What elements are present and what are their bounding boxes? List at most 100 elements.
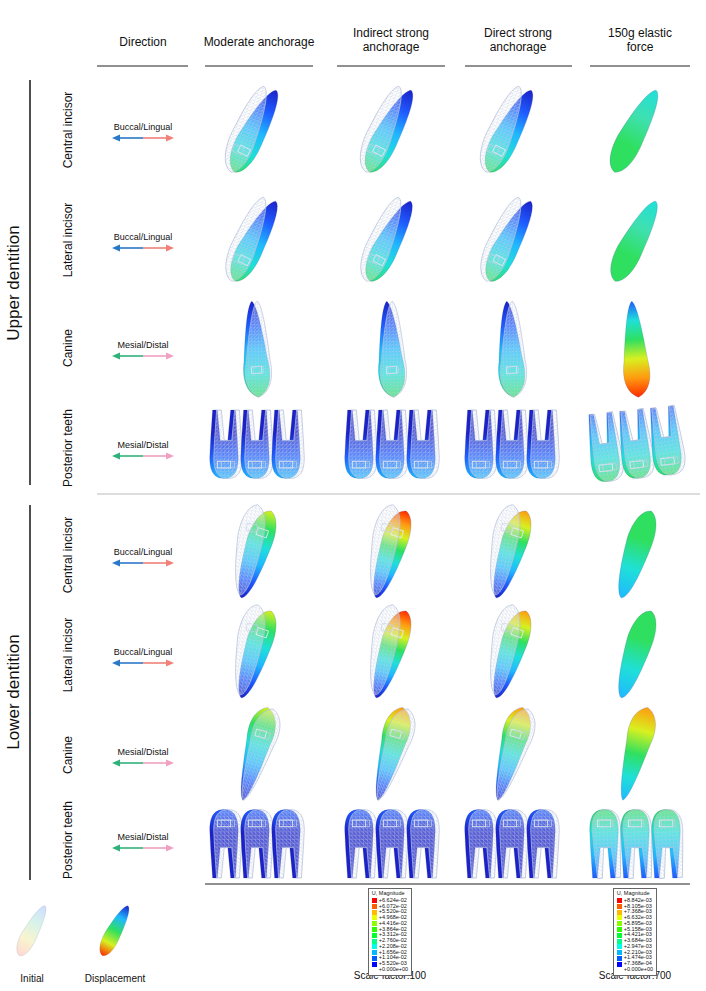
initial-outline <box>244 301 272 397</box>
bracket-outline <box>283 461 296 468</box>
tooth-body <box>494 300 527 398</box>
initial-outline <box>363 602 404 697</box>
initial-outline <box>245 410 274 478</box>
bracket-outline <box>252 820 265 827</box>
legend-swatch <box>617 921 622 926</box>
initial-outline <box>276 810 305 878</box>
bracket-outline <box>367 144 380 155</box>
arrow-head <box>166 245 174 252</box>
double-arrow <box>112 453 174 460</box>
bracket-outline <box>232 144 245 155</box>
tooth <box>485 703 541 805</box>
tooth-body <box>609 507 662 602</box>
tooth-body <box>374 300 407 398</box>
bracket-outline <box>283 820 296 827</box>
key-label: Displacement <box>85 973 146 985</box>
tooth <box>609 607 662 702</box>
tooth-body <box>609 607 662 702</box>
tooth <box>241 810 274 878</box>
double-arrow <box>112 245 174 252</box>
legend-swatch <box>372 904 377 909</box>
tooth-body <box>603 195 667 286</box>
tooth <box>648 404 688 477</box>
legend-swatch <box>372 933 377 938</box>
arrow-head <box>112 560 120 567</box>
initial-outline <box>214 410 243 478</box>
bracket-outline <box>356 820 369 827</box>
arrow-head <box>112 845 120 852</box>
initial-outline <box>469 810 498 878</box>
molar-group <box>465 810 560 878</box>
bracket-outline <box>538 461 551 468</box>
tooth <box>12 902 52 959</box>
tooth <box>603 195 667 286</box>
tooth <box>590 809 623 879</box>
legend-swatch <box>372 944 377 949</box>
arrow-head <box>166 135 174 142</box>
tooth <box>365 703 421 805</box>
bracket-outline <box>394 730 406 740</box>
arrow-shaft <box>143 137 168 139</box>
rule-line <box>205 883 690 884</box>
double-arrow <box>112 845 174 852</box>
bracket-outline <box>487 254 499 264</box>
rule-line <box>29 505 31 880</box>
tooth <box>496 410 529 478</box>
column-header: Moderate anchorage <box>194 35 324 49</box>
legend-swatch <box>372 962 377 967</box>
legend-value: +0.000e+00 <box>624 967 653 973</box>
initial-outline <box>214 810 243 878</box>
tooth <box>215 599 282 702</box>
tooth <box>621 809 654 879</box>
legend-swatch <box>372 910 377 915</box>
legend-row: +0.000e+00 <box>617 967 653 973</box>
double-arrow <box>112 353 174 360</box>
initial-outline <box>411 810 440 878</box>
bracket-outline <box>221 820 234 827</box>
tooth <box>376 410 409 478</box>
initial-outline <box>483 502 524 597</box>
tooth <box>527 410 560 478</box>
molar-group <box>345 410 440 478</box>
bracket-outline <box>664 457 678 466</box>
tooth <box>470 599 537 702</box>
legend-swatch <box>617 910 622 915</box>
tooth <box>652 809 685 879</box>
legend-spacer <box>617 967 622 972</box>
column-header: Direction <box>119 35 166 49</box>
tooth <box>374 299 412 398</box>
tooth-body <box>239 300 272 398</box>
tooth <box>527 810 560 878</box>
tooth <box>407 410 440 478</box>
bracket-outline <box>661 820 675 827</box>
arrow-shaft <box>118 137 143 139</box>
legend-swatch <box>372 939 377 944</box>
legend-swatch <box>617 962 622 967</box>
arrow-shaft <box>118 455 143 457</box>
tooth <box>610 704 660 804</box>
column-header: Direct strong anchorage <box>468 26 568 55</box>
initial-outline <box>622 809 654 879</box>
bracket-outline <box>508 366 518 373</box>
bracket-outline <box>501 623 513 632</box>
teeth-illustration <box>12 78 688 959</box>
legend-swatch <box>617 950 622 955</box>
initial-outline <box>228 502 269 597</box>
initial-outline <box>500 410 529 478</box>
legend-swatch <box>617 927 622 932</box>
arrow-head <box>166 760 174 767</box>
tooth <box>470 499 537 602</box>
tooth <box>215 499 282 602</box>
double-arrow <box>112 560 174 567</box>
direction-label: Buccal/Lingual <box>114 547 173 558</box>
tooth <box>345 189 422 289</box>
bracket-outline <box>633 460 647 469</box>
double-arrow <box>112 760 174 767</box>
direction-label: Mesial/Distal <box>117 832 168 843</box>
bracket-outline <box>232 254 244 264</box>
initial-outline <box>473 193 530 286</box>
tooth <box>465 810 498 878</box>
direction-arrows <box>112 135 174 852</box>
initial-outline <box>366 705 421 804</box>
